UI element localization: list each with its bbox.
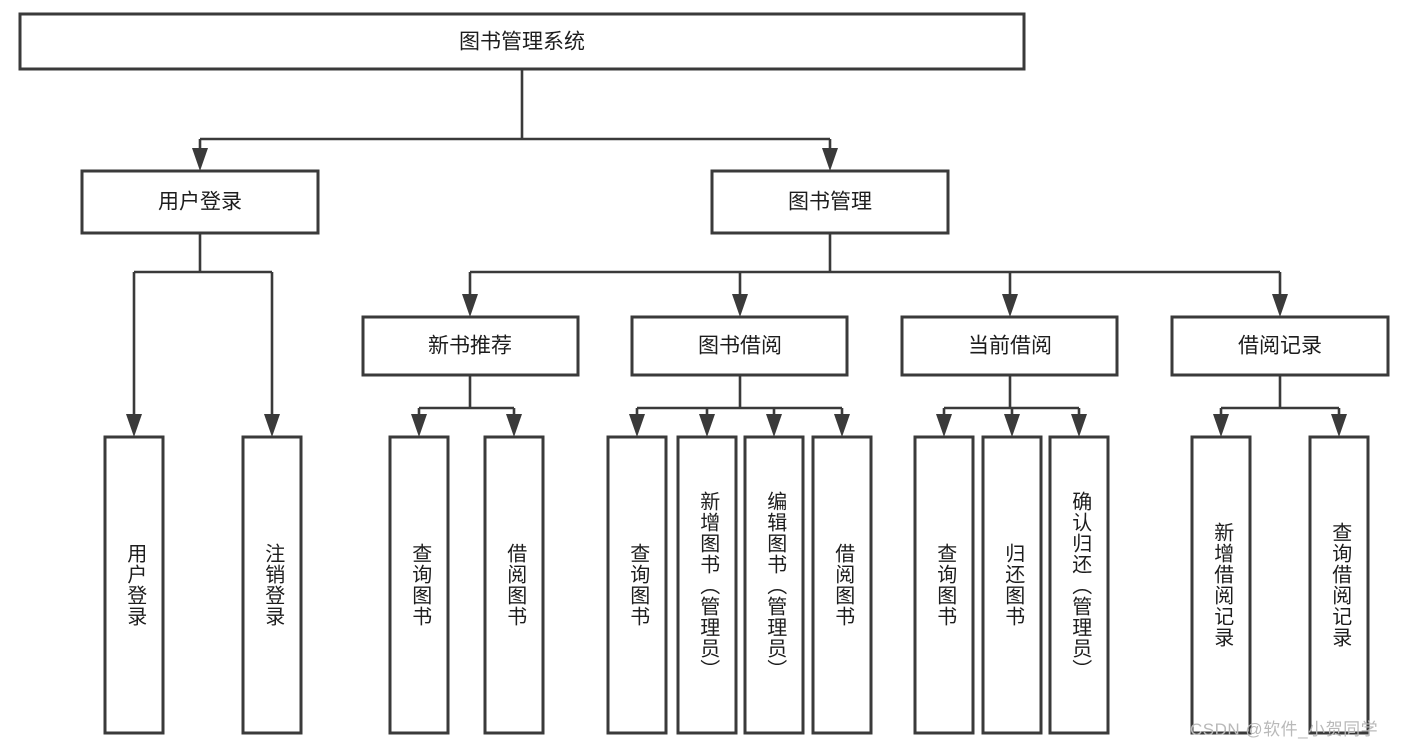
arrow-to-user-login xyxy=(192,148,208,171)
node-root-label: 图书管理系统 xyxy=(459,31,585,54)
arrow-to-leaf-confirm-return xyxy=(1071,414,1087,437)
node-user-login-box[interactable] xyxy=(80,169,320,235)
connector-book-borrow-bus xyxy=(635,375,844,422)
node-book-manage[interactable]: 图书管理 xyxy=(710,169,950,235)
node-new-book-recommend-box[interactable] xyxy=(361,315,580,377)
node-current-borrow-box[interactable] xyxy=(900,315,1119,377)
arrow-to-leaf-query-record xyxy=(1331,414,1347,437)
arrow-to-leaf-query-book-3 xyxy=(936,414,952,437)
node-borrow-record-label: 借阅记录 xyxy=(1238,335,1322,358)
node-leaf-borrow-book-2-box[interactable] xyxy=(811,435,873,735)
node-current-borrow[interactable]: 当前借阅 xyxy=(900,315,1119,377)
node-leaf-query-book-2-box[interactable] xyxy=(606,435,668,735)
node-root[interactable]: 图书管理系统 xyxy=(18,12,1026,71)
connector-borrow-record-bus xyxy=(1219,375,1341,422)
node-leaf-return-book-box[interactable] xyxy=(981,435,1043,735)
arrow-to-borrow-record xyxy=(1272,294,1288,317)
arrow-to-leaf-edit-book xyxy=(766,414,782,437)
arrow-to-leaf-add-record xyxy=(1213,414,1229,437)
node-new-book-recommend-label: 新书推荐 xyxy=(428,335,512,358)
connector-new-book-recommend-bus xyxy=(417,375,516,422)
csdn-watermark: CSDN @软件_小贺同学 xyxy=(1190,720,1379,739)
node-borrow-record-box[interactable] xyxy=(1170,315,1390,377)
arrow-to-leaf-query-book-1 xyxy=(411,414,427,437)
arrow-to-leaf-query-book-2 xyxy=(629,414,645,437)
node-leaf-user-login-box[interactable] xyxy=(103,435,165,735)
arrow-to-leaf-logout xyxy=(264,414,280,437)
node-leaf-add-record-box[interactable] xyxy=(1190,435,1252,735)
node-leaf-add-book-box[interactable] xyxy=(676,435,738,735)
arrow-to-book-manage xyxy=(822,148,838,171)
node-leaf-logout-box[interactable] xyxy=(241,435,303,735)
connector-root-bus xyxy=(198,69,832,156)
node-root-box[interactable] xyxy=(18,12,1026,71)
node-user-login-label: 用户登录 xyxy=(158,191,242,214)
node-leaf-query-record-box[interactable] xyxy=(1308,435,1370,735)
arrow-to-leaf-return-book xyxy=(1004,414,1020,437)
arrow-to-current-borrow xyxy=(1002,294,1018,317)
node-leaf-query-book-3-box[interactable] xyxy=(913,435,975,735)
node-book-borrow[interactable]: 图书借阅 xyxy=(630,315,849,377)
arrow-to-book-borrow xyxy=(732,294,748,317)
connector-user-login-bus xyxy=(132,233,274,422)
node-book-borrow-label: 图书借阅 xyxy=(698,335,782,358)
node-leaf-query-book-1-box[interactable] xyxy=(388,435,450,735)
arrow-to-new-book-recommend xyxy=(462,294,478,317)
node-leaf-confirm-return-box[interactable] xyxy=(1048,435,1110,735)
node-leaf-edit-book-box[interactable] xyxy=(743,435,805,735)
node-user-login[interactable]: 用户登录 xyxy=(80,169,320,235)
node-borrow-record[interactable]: 借阅记录 xyxy=(1170,315,1390,377)
connectors-group xyxy=(126,69,1347,437)
connector-book-manage-bus xyxy=(468,233,1282,302)
node-new-book-recommend[interactable]: 新书推荐 xyxy=(361,315,580,377)
arrow-to-leaf-add-book xyxy=(699,414,715,437)
arrow-to-leaf-user-login xyxy=(126,414,142,437)
leaf-boxes-group xyxy=(103,435,1370,735)
node-book-manage-box[interactable] xyxy=(710,169,950,235)
node-book-borrow-box[interactable] xyxy=(630,315,849,377)
node-leaf-borrow-book-1-box[interactable] xyxy=(483,435,545,735)
arrow-to-leaf-borrow-book-2 xyxy=(834,414,850,437)
node-current-borrow-label: 当前借阅 xyxy=(968,335,1052,358)
arrow-to-leaf-borrow-book-1 xyxy=(506,414,522,437)
node-book-manage-label: 图书管理 xyxy=(788,191,872,214)
